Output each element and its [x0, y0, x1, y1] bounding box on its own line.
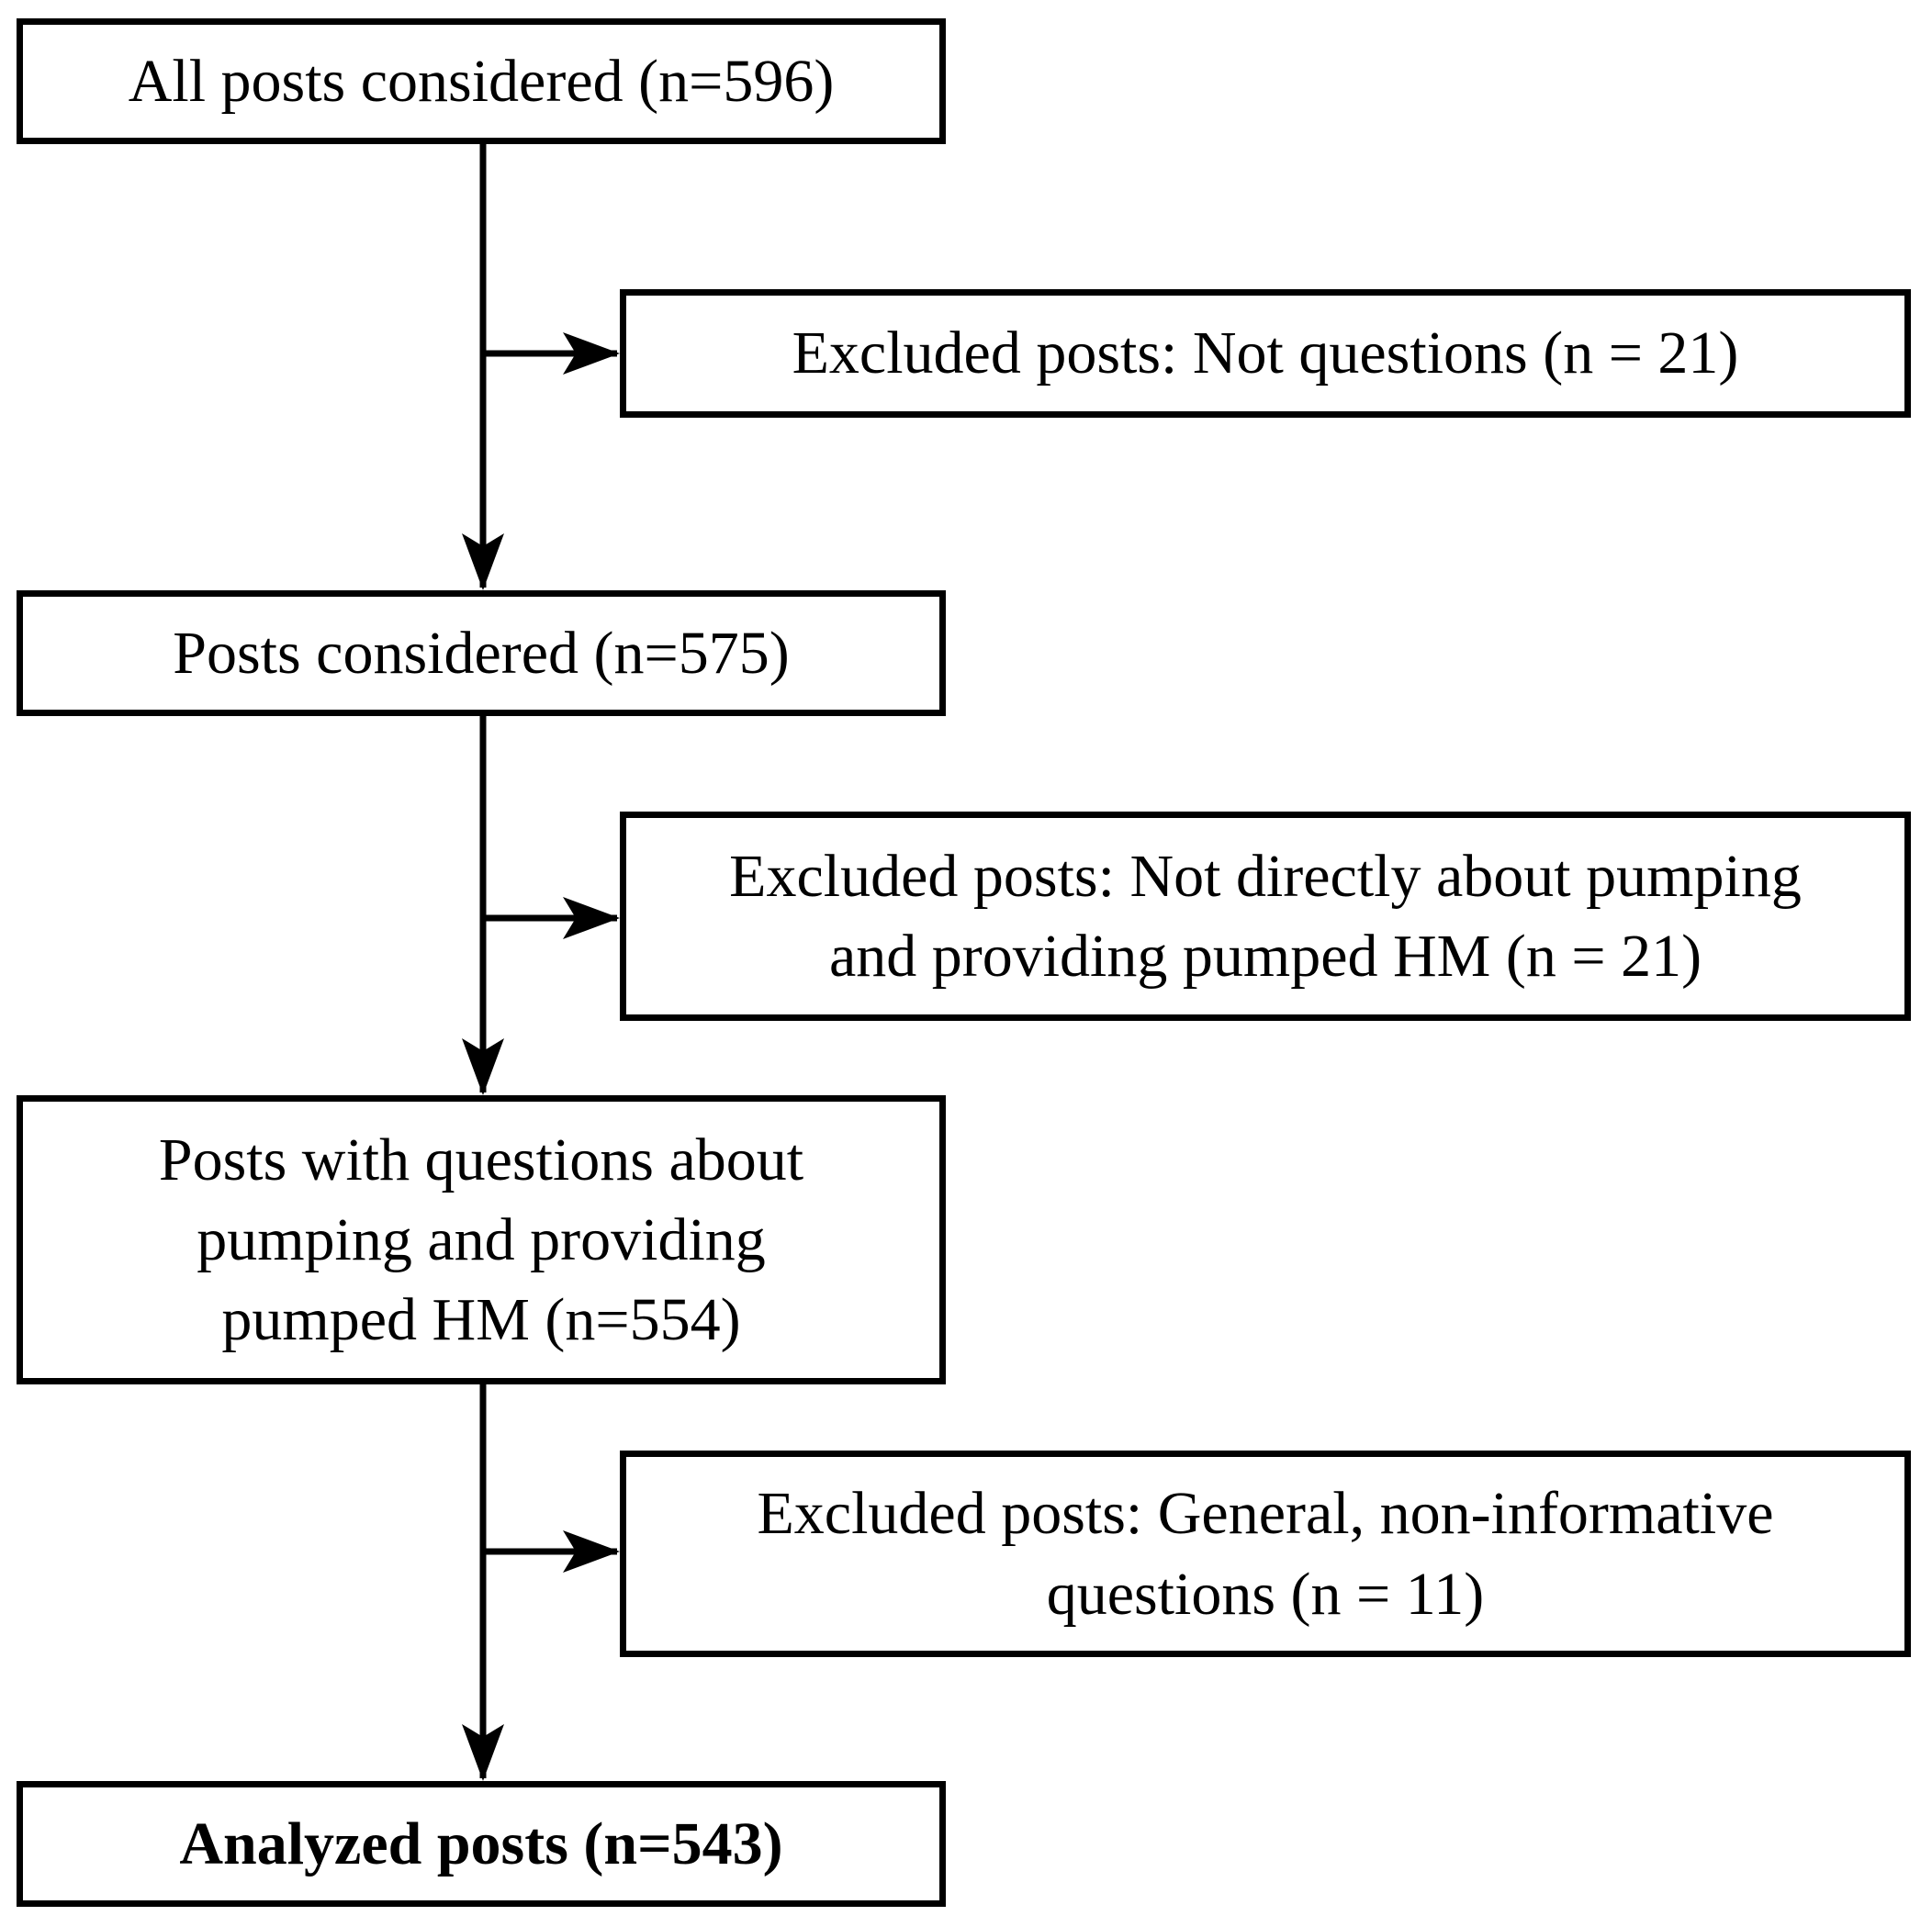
- node-analyzed-posts-label: Analyzed posts (n=543): [179, 1809, 783, 1877]
- node-excluded-general-non-informative: Excluded posts: General, non-informative…: [620, 1451, 1911, 1657]
- node-posts-considered-label: Posts considered (n=575): [173, 619, 790, 687]
- node-posts-considered: Posts considered (n=575): [17, 590, 946, 716]
- node-posts-with-questions: Posts with questions about pumping and p…: [17, 1095, 946, 1384]
- arrowhead-right-1: [563, 332, 620, 375]
- node-all-posts: All posts considered (n=596): [17, 18, 946, 144]
- arrowhead-down-1: [462, 533, 504, 590]
- node-posts-with-questions-label-line2: pumping and providing: [197, 1205, 766, 1273]
- node-excluded-not-directly-about-pumping: Excluded posts: Not directly about pumpi…: [620, 812, 1911, 1021]
- node-excluded-general-label-line1: Excluded posts: General, non-informative: [757, 1480, 1774, 1548]
- node-analyzed-posts: Analyzed posts (n=543): [17, 1781, 946, 1907]
- arrowhead-down-2: [462, 1038, 504, 1095]
- node-excluded-not-questions-label: Excluded posts: Not questions (n = 21): [792, 319, 1739, 387]
- node-excluded-not-directly-label-line1: Excluded posts: Not directly about pumpi…: [729, 842, 1802, 910]
- node-all-posts-label: All posts considered (n=596): [128, 47, 835, 115]
- arrowhead-right-2: [563, 897, 620, 939]
- node-excluded-general-label-line2: questions (n = 11): [1046, 1560, 1485, 1628]
- node-posts-with-questions-label-line3: pumped HM (n=554): [221, 1286, 741, 1354]
- arrowhead-down-3: [462, 1724, 504, 1781]
- arrowhead-right-3: [563, 1530, 620, 1573]
- node-excluded-not-questions: Excluded posts: Not questions (n = 21): [620, 289, 1911, 418]
- node-excluded-not-directly-label-line2: and providing pumped HM (n = 21): [828, 923, 1702, 990]
- node-posts-with-questions-label-line1: Posts with questions about: [158, 1126, 804, 1193]
